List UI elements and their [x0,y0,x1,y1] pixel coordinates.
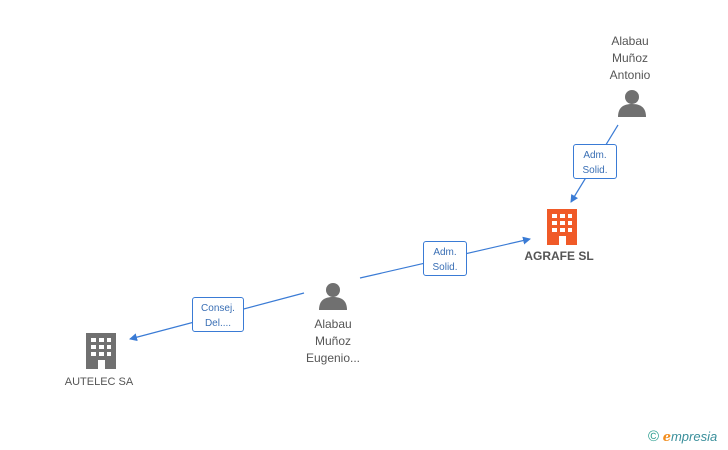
brand-e: e [662,430,671,445]
edge-label-eugenio-autelec: Consej. Del.... [192,297,244,332]
person-icon[interactable] [617,88,647,118]
node-label-agrafe[interactable]: AGRAFE SL [524,249,594,263]
person-icon[interactable] [318,281,348,311]
edge-label-antonio-agrafe: Adm. Solid. [573,144,617,179]
brand-text: mpresia [670,429,718,444]
building-icon[interactable] [546,209,578,245]
edge-label-eugenio-agrafe: Adm. Solid. [423,241,467,276]
building-icon[interactable] [85,333,117,369]
copyright-icon: © [648,428,660,445]
empresia-logo: © empresia [648,428,717,445]
node-label-autelec[interactable]: AUTELEC SA [64,376,134,388]
node-label-eugenio: Alabau Muñoz Eugenio... [305,317,361,365]
node-label-antonio: Alabau Muñoz Antonio [609,34,651,82]
